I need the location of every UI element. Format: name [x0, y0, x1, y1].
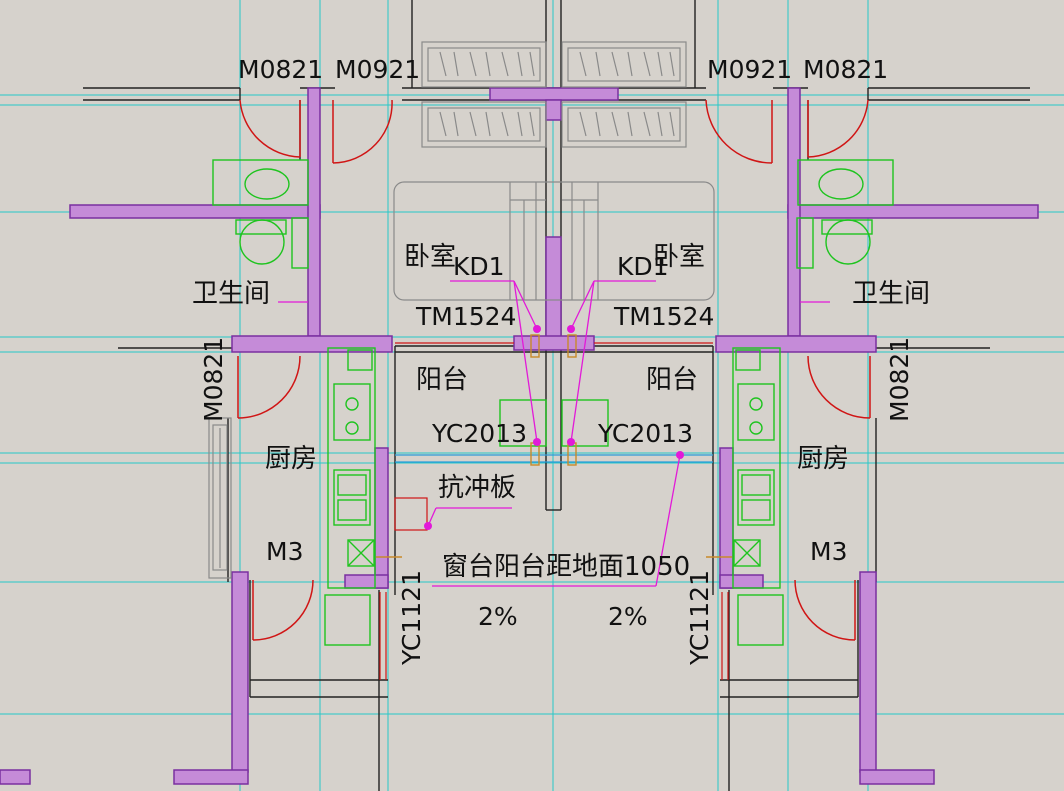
room-label-kitchen-right: 厨房: [797, 444, 849, 474]
beds: [393, 181, 715, 301]
label-kd1-left: KD1: [453, 252, 505, 281]
wardrobes: [421, 41, 687, 148]
slope-label-right: 2%: [608, 602, 648, 631]
note-sill-height: 窗台阳台距地面1050: [442, 552, 690, 582]
labels: M0821 M0921 M0921 M0821 卧室 KD1 KD1 卧室 卫生…: [192, 55, 930, 666]
kitchen-window-left: [208, 417, 232, 579]
label-impact-board: 抗冲板: [438, 473, 516, 503]
leader-lines: [278, 280, 830, 587]
window-label-yc1121-right: YC1121: [685, 570, 714, 666]
window-label-yc1121-left: YC1121: [397, 570, 426, 666]
label-kd1-right: KD1: [617, 252, 669, 281]
window-label-yc2013-right: YC2013: [597, 419, 693, 448]
room-label-bedroom-left: 卧室: [404, 242, 456, 272]
door-label-tm1524-right: TM1524: [613, 302, 714, 331]
slope-label-left: 2%: [478, 602, 518, 631]
door-label-m0821-kitchen-right: M0821: [885, 337, 914, 422]
window-label-yc2013-left: YC2013: [431, 419, 527, 448]
door-label-m0821-left: M0821: [238, 55, 323, 84]
room-label-balcony-right: 阳台: [646, 365, 698, 395]
door-label-m3-right: M3: [810, 537, 847, 566]
room-label-bathroom-left: 卫生间: [192, 279, 270, 309]
room-label-kitchen-left: 厨房: [265, 444, 317, 474]
fixtures: [212, 159, 894, 646]
windows: [379, 342, 729, 680]
door-label-m0921-right: M0921: [707, 55, 792, 84]
door-swings: [237, 99, 871, 641]
walls: [0, 87, 1039, 785]
door-label-m3-left: M3: [266, 537, 303, 566]
door-label-m0921-left: M0921: [335, 55, 420, 84]
room-label-bathroom-right: 卫生间: [852, 279, 930, 309]
door-label-m0821-kitchen-left: M0821: [199, 337, 228, 422]
door-label-m0821-right: M0821: [803, 55, 888, 84]
door-label-tm1524-left: TM1524: [415, 302, 516, 331]
room-label-bedroom-right: 卧室: [653, 242, 705, 272]
room-label-balcony-left: 阳台: [416, 365, 468, 395]
